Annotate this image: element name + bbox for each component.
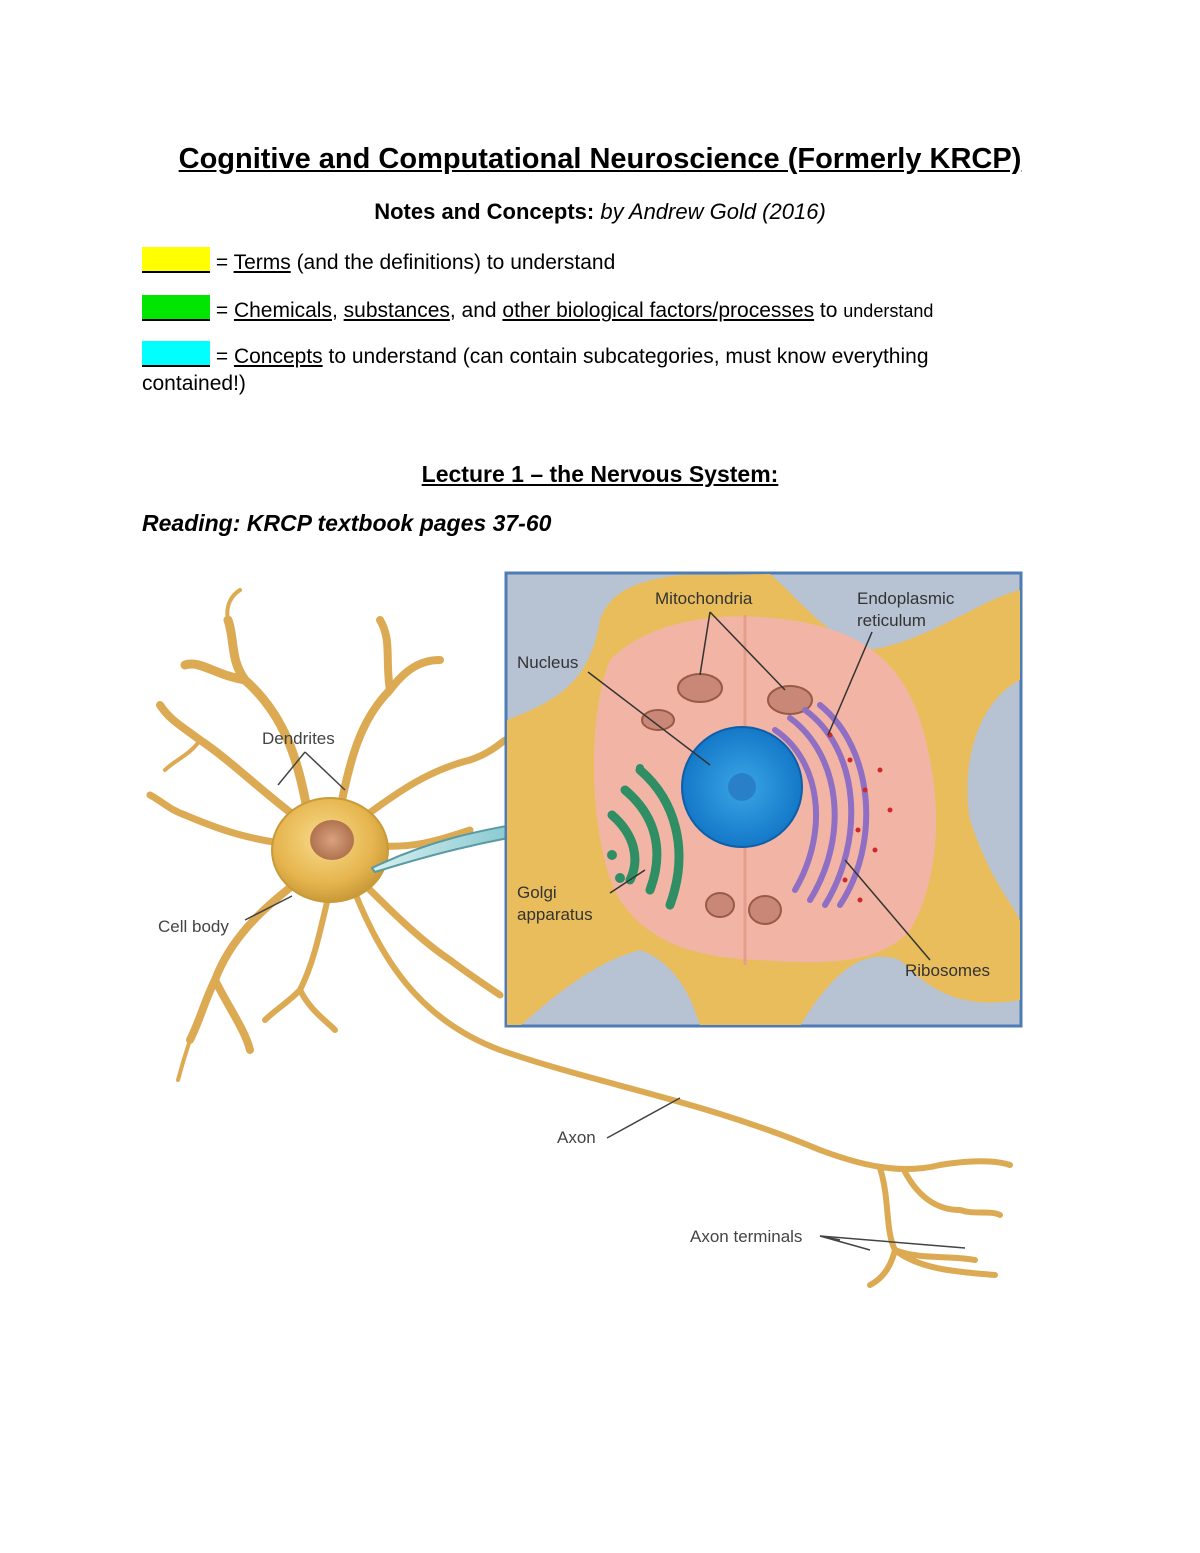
subtitle-label: Notes and Concepts: [374,199,595,224]
green-swatch [142,295,210,321]
label-axon-terminals: Axon terminals [690,1227,802,1246]
legend-terms: = Terms (and the definitions) to underst… [142,247,615,275]
neuron-nucleus-shape [310,820,354,860]
yellow-swatch [142,247,210,273]
legend-chemicals: = Chemicals, substances, and other biolo… [142,295,933,323]
label-apparatus: apparatus [517,905,593,924]
label-dendrites: Dendrites [262,729,335,748]
label-cell-body: Cell body [158,917,229,936]
label-nucleus: Nucleus [517,653,578,672]
neuron-drawing [146,588,1013,1288]
legend-concepts: = Concepts to understand (can contain su… [142,341,929,369]
label-endoplasmic: Endoplasmic [857,589,955,608]
label-mitochondria: Mitochondria [655,589,753,608]
label-axon: Axon [557,1128,596,1147]
cell-inset: Mitochondria Endoplasmic reticulum Nucle… [504,571,1023,1028]
reading-note: Reading: KRCP textbook pages 37-60 [142,510,552,536]
legend-terms-word: Terms [233,251,291,274]
subtitle-author: by Andrew Gold (2016) [600,199,826,224]
lecture-heading: Lecture 1 – the Nervous System: [421,461,779,487]
legend-concepts-line2: contained!) [142,372,246,395]
cyan-swatch [142,341,210,367]
label-ribosomes: Ribosomes [905,961,990,980]
document-subtitle: Notes and Concepts: by Andrew Gold (2016… [0,199,1200,225]
label-reticulum: reticulum [857,611,926,630]
label-golgi: Golgi [517,883,557,902]
document-title: Cognitive and Computational Neuroscience… [178,143,1022,175]
